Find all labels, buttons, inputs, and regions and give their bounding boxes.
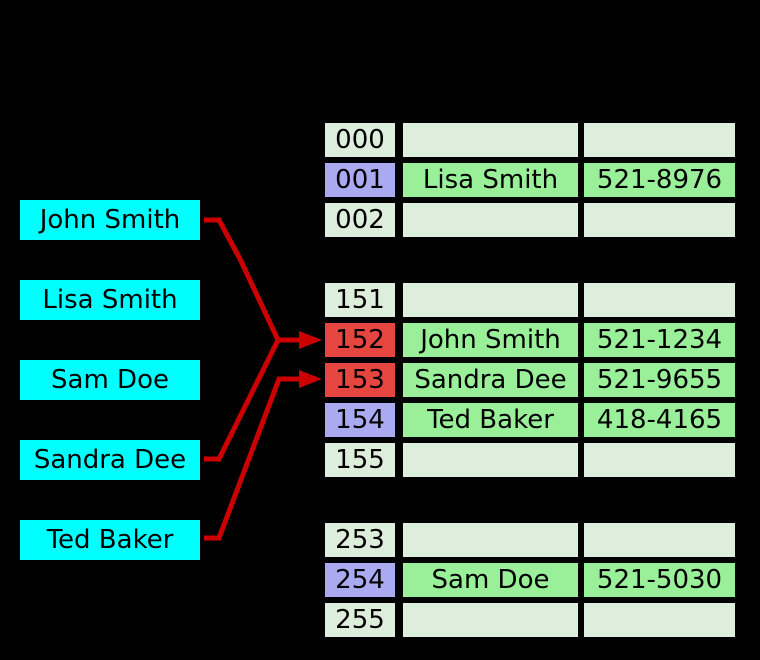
key-label: Lisa Smith [42, 285, 178, 315]
entry-name-cell-151 [400, 280, 581, 320]
index-cell-002: 002 [322, 200, 398, 240]
index-cell-154: 154 [322, 400, 398, 440]
arrow-line-sandra-dee-to-152 [204, 338, 281, 462]
key-box-lisa-smith: Lisa Smith [20, 280, 200, 320]
entry-name-cell-001: Lisa Smith [400, 160, 581, 200]
index-cell-254: 254 [322, 560, 398, 600]
entry-phone-cell-152: 521-1234 [581, 320, 738, 360]
entry-phone-cell-002 [581, 200, 738, 240]
entry-name-cell-254: Sam Doe [400, 560, 581, 600]
index-cell-000: 000 [322, 120, 398, 160]
key-label: John Smith [39, 205, 181, 235]
entry-name-cell-000 [400, 120, 581, 160]
entry-phone-cell-255 [581, 600, 738, 640]
entry-name-cell-152: John Smith [400, 320, 581, 360]
key-box-sam-doe: Sam Doe [20, 360, 200, 400]
entry-name-cell-002 [400, 200, 581, 240]
key-label: Sandra Dee [33, 445, 187, 475]
entry-phone-cell-000 [581, 120, 738, 160]
key-box-ted-baker: Ted Baker [20, 520, 200, 560]
entry-phone-cell-151 [581, 280, 738, 320]
entry-phone-cell-154: 418-4165 [581, 400, 738, 440]
entry-name-cell-255 [400, 600, 581, 640]
index-cell-001: 001 [322, 160, 398, 200]
index-cell-255: 255 [322, 600, 398, 640]
arrow-line-john-smith-to-152 [204, 217, 281, 342]
index-cell-253: 253 [322, 520, 398, 560]
entry-phone-cell-153: 521-9655 [581, 360, 738, 400]
entry-name-cell-253 [400, 520, 581, 560]
entry-name-cell-155 [400, 440, 581, 480]
arrowhead-slot-153 [299, 370, 322, 388]
entry-phone-cell-254: 521-5030 [581, 560, 738, 600]
entry-name-cell-153: Sandra Dee [400, 360, 581, 400]
index-cell-153: 153 [322, 360, 398, 400]
index-cell-155: 155 [322, 440, 398, 480]
index-cell-151: 151 [322, 280, 398, 320]
key-box-sandra-dee: Sandra Dee [20, 440, 200, 480]
key-label: Ted Baker [46, 525, 174, 555]
entry-phone-cell-253 [581, 520, 738, 560]
arrowhead-slot-152 [299, 331, 322, 349]
entry-phone-cell-155 [581, 440, 738, 480]
key-box-john-smith: John Smith [20, 200, 200, 240]
index-cell-152: 152 [322, 320, 398, 360]
entry-name-cell-154: Ted Baker [400, 400, 581, 440]
entry-phone-cell-001: 521-8976 [581, 160, 738, 200]
arrow-line-ted-baker-to-153 [204, 376, 301, 541]
key-label: Sam Doe [51, 365, 169, 395]
